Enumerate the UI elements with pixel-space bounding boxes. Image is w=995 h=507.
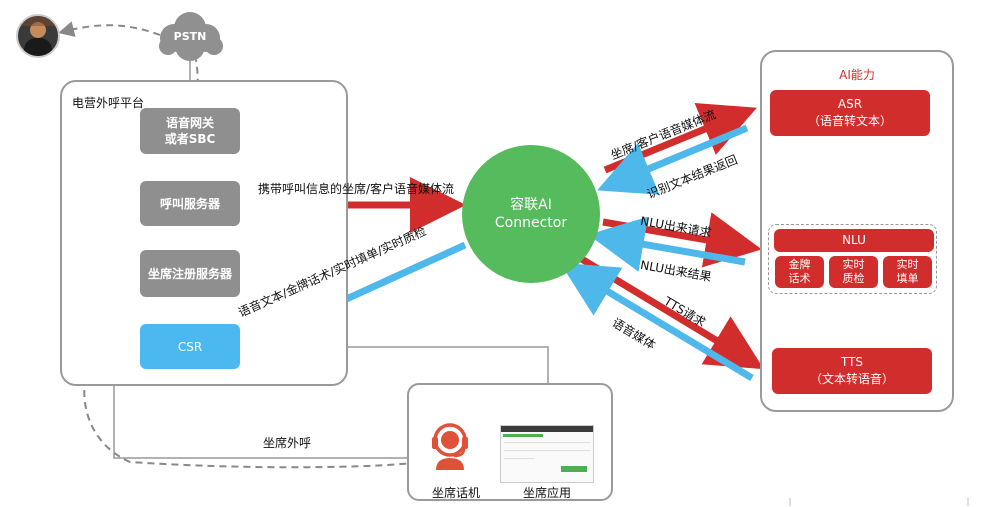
pstn-to-customer-dashed-line <box>58 21 161 37</box>
nlu-box[interactable]: NLU <box>774 229 934 252</box>
customer-avatar <box>16 14 60 58</box>
flow-call-to-connector: 携带呼叫信息的坐席/客户语音媒体流 <box>258 182 455 196</box>
call-server-box[interactable]: 呼叫服务器 <box>140 181 240 226</box>
nlu-sub-golden[interactable]: 金牌 话术 <box>775 256 824 288</box>
from-asr-arrow <box>597 124 749 195</box>
pstn-label: PSTN <box>173 30 207 43</box>
from-tts-arrow <box>559 262 754 382</box>
agent-app-thumbnail[interactable] <box>500 425 594 483</box>
platform-title: 电营外呼平台 <box>72 96 145 110</box>
outbound-label: 坐席外呼 <box>263 436 312 450</box>
agent-registration-box[interactable]: 坐席注册服务器 <box>140 250 240 297</box>
from-nlu-arrow <box>588 216 746 272</box>
connector-circle[interactable]: 容联AI Connector <box>462 145 600 283</box>
connector-label: 容联AI Connector <box>494 197 568 231</box>
gateway-box[interactable]: 语音网关 或者SBC <box>140 108 240 154</box>
nlu-sub-qc[interactable]: 实时 质检 <box>829 256 878 288</box>
nlu-group <box>768 224 937 294</box>
csr-box[interactable]: CSR <box>140 324 240 369</box>
pstn-cloud: PSTN <box>152 8 228 63</box>
cloud-icon <box>159 12 223 61</box>
agent-phone-label: 坐席话机 <box>432 486 481 500</box>
nlu-sub-form[interactable]: 实时 填单 <box>883 256 932 288</box>
asr-box[interactable]: ASR （语音转文本） <box>770 90 930 136</box>
ai-title: AI能力 <box>839 68 875 82</box>
tts-box[interactable]: TTS （文本转语音） <box>772 348 932 394</box>
headset-icon[interactable] <box>426 418 476 472</box>
agent-app-label: 坐席应用 <box>523 486 572 500</box>
